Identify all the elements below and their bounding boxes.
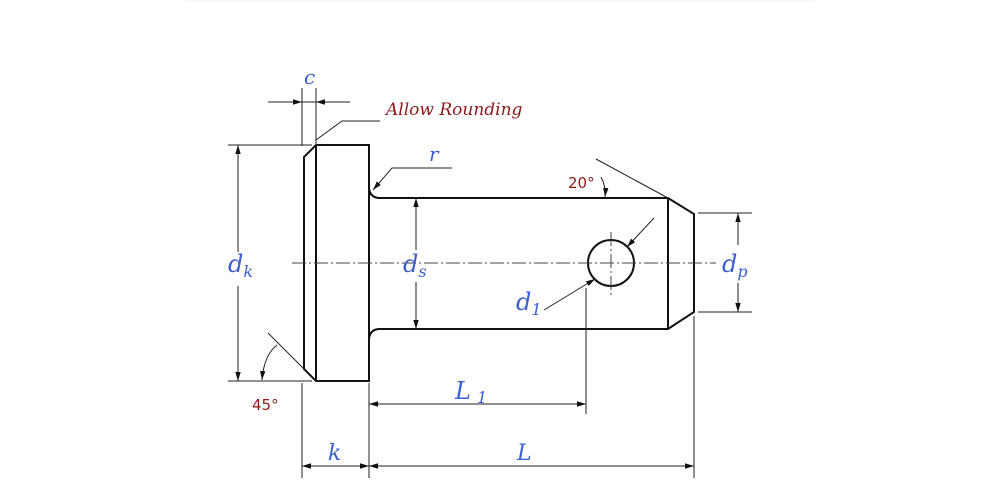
angle-45-dimension xyxy=(260,332,305,381)
label-dp: dp xyxy=(722,250,748,281)
label-dp-sub: p xyxy=(737,262,747,281)
label-d1-main: d xyxy=(516,288,531,316)
label-allow-rounding: Allow Rounding xyxy=(384,100,523,120)
label-d1: d1 xyxy=(516,288,542,319)
label-L1-sub: 1 xyxy=(477,388,487,407)
extension-lines xyxy=(228,88,752,478)
label-c: c xyxy=(304,65,315,89)
label-ds-main: d xyxy=(403,250,418,278)
label-L: L xyxy=(516,441,532,466)
label-L1-main: L xyxy=(454,377,471,405)
label-dk-main: d xyxy=(228,250,243,278)
label-angle-45: 45° xyxy=(252,396,279,414)
allow-rounding-leader xyxy=(315,120,380,141)
label-dk: dk xyxy=(228,250,253,281)
label-dk-sub: k xyxy=(243,262,253,281)
radius-leader xyxy=(372,167,452,191)
label-k: k xyxy=(328,441,341,466)
label-dp-main: d xyxy=(722,250,737,278)
label-ds-sub: s xyxy=(418,262,426,281)
label-ds: ds xyxy=(403,250,427,281)
dim-d1 xyxy=(543,217,655,311)
angle-20-dimension xyxy=(595,158,669,199)
label-angle-20: 20° xyxy=(568,174,595,192)
label-r: r xyxy=(429,142,440,166)
label-d1-sub: 1 xyxy=(531,300,541,319)
